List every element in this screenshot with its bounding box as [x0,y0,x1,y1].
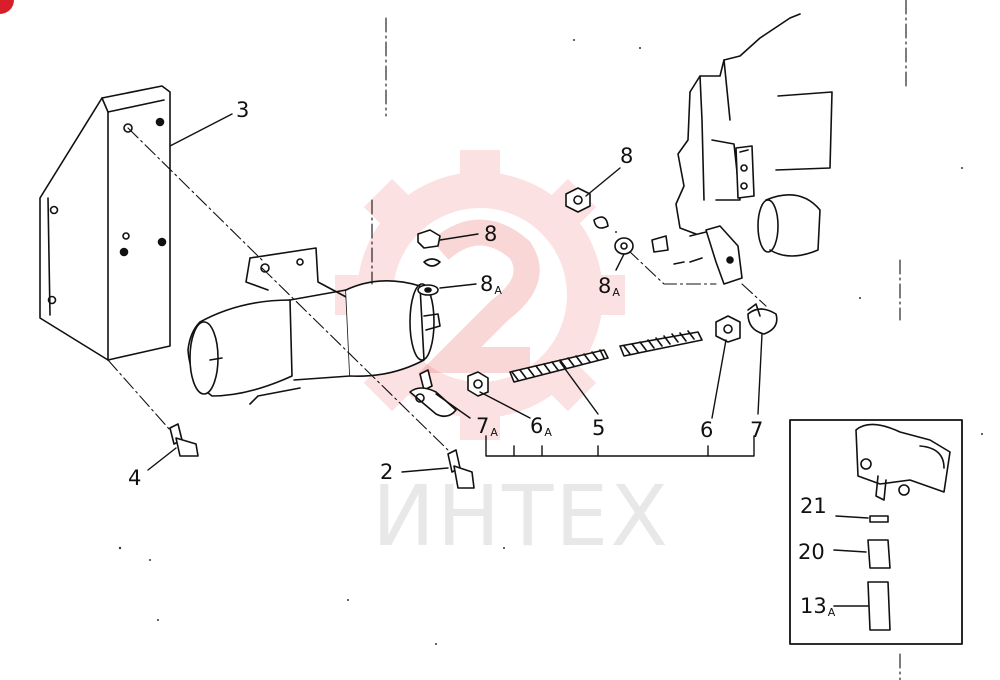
callout-21: 21 [800,494,827,518]
callout-8a-left: 8A [480,272,502,297]
callout-8-right: 8 [620,144,634,168]
callout-2: 2 [380,460,394,484]
callout-6: 6 [700,418,714,442]
callout-8-left: 8 [484,222,498,246]
callout-3: 3 [236,98,250,122]
callout-7a: 7A [476,414,498,439]
callout-5: 5 [592,416,606,440]
bolt-part-4 [169,423,199,457]
callout-leaders [147,113,763,473]
nut-part-6 [715,315,741,343]
nut-washer-stack-right [565,187,634,255]
scan-specks [118,39,983,645]
nut-part-6a [467,371,489,397]
callout-13a: 13A [800,594,836,619]
corner-badge-icon [0,0,14,14]
engine-housing [651,13,833,285]
watermark-text: ИНТЕХ [372,467,670,565]
ball-joint-part-7a [409,369,457,418]
callout-7: 7 [750,418,764,442]
ball-joint-part-7 [747,303,778,335]
bolt-part-2 [447,449,475,489]
solenoid-motor [187,247,441,405]
callout-4: 4 [128,466,142,490]
watermark-gear-icon [335,150,625,440]
threaded-rod-part-5 [509,330,703,383]
callout-6a: 6A [530,414,552,439]
nut-washer-stack-left [417,229,441,296]
guide-lines [107,0,907,680]
watermark-logo-mark-icon [418,219,540,373]
callout-8a-right: 8A [598,274,620,299]
callout-20: 20 [798,540,825,564]
bracket-part-3 [39,85,171,361]
inset-detail-box [789,419,963,645]
